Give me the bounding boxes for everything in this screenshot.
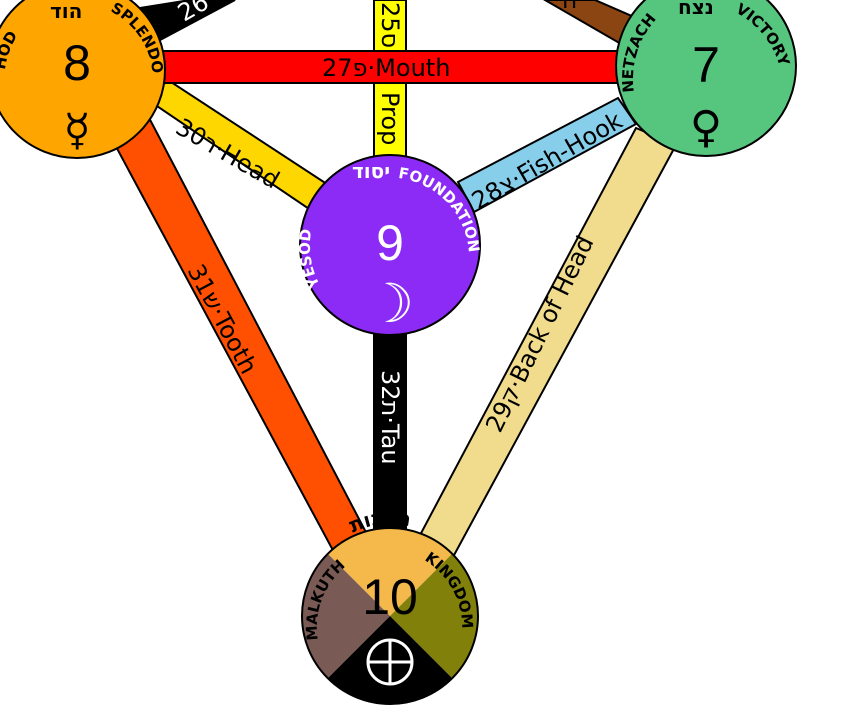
path-25: 25ס· Prop: [373, 0, 407, 176]
moon-icon: ☽: [366, 272, 414, 335]
path-26: 26: [138, 0, 236, 42]
mercury-icon: ☿: [63, 105, 90, 156]
earth-icon: [366, 638, 414, 686]
path-27: 27פ·Mouth: [149, 50, 631, 84]
sephirah-hod: 8 ☿ HOD הוד SPLENDOR: [0, 0, 167, 159]
path-25-top-label: 25ס·: [376, 2, 404, 56]
sephirah-malkuth: 10 MALKUTH מלכות KINGDOM: [301, 505, 479, 705]
netzach-number: 7: [692, 37, 720, 93]
hod-hebrew: הוד: [50, 0, 82, 23]
yesod-number: 9: [376, 215, 404, 271]
path-27-label: 27פ·Mouth: [322, 54, 450, 82]
netzach-hebrew: נצח: [678, 0, 714, 19]
malkuth-number: 10: [362, 569, 418, 625]
path-32: 32ת·Tau: [373, 319, 407, 531]
hod-number: 8: [63, 35, 91, 91]
sephirah-yesod: 9 ☽ YESOD יסוד FOUNDATION: [296, 154, 483, 336]
path-25-label: Prop: [376, 92, 404, 145]
path-32-label: 32ת·Tau: [376, 370, 404, 465]
yesod-hebrew: יסוד: [352, 159, 390, 183]
path-24-label: n: [562, 0, 577, 14]
path-29-label: 29ק·Back of Head: [480, 231, 599, 436]
venus-icon: ♀: [690, 102, 722, 153]
